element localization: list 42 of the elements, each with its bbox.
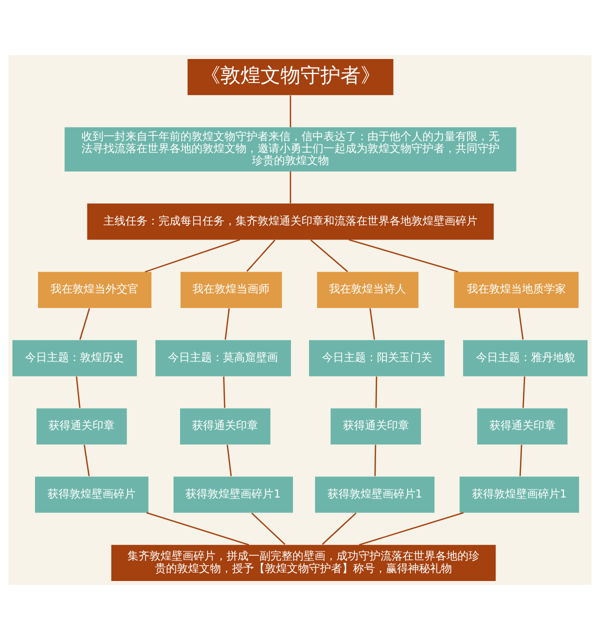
connector [223, 376, 226, 408]
connector [79, 308, 90, 340]
node-box: 我在敦煌当地质学家 [454, 272, 579, 308]
connector [251, 512, 286, 545]
connector [290, 95, 292, 128]
node-box: 获得敦煌壁画碎片1 [174, 476, 293, 513]
node-box: 《敦煌文物守护者》 [188, 59, 394, 96]
node-box: 获得通关印章 [330, 408, 421, 444]
connector [226, 444, 232, 476]
node-box: 集齐敦煌壁画碎片，拼成一副完整的壁画，成功守护流落在世界各地的珍贵的敦煌文物，授予【敦煌文物守护者】称号，赢得神秘礼物 [111, 544, 496, 581]
node-box: 今日主题：莫高窟壁画 [155, 340, 291, 376]
connector [310, 240, 348, 272]
connector [144, 239, 240, 272]
node-box: 今日主题：阳关玉门关 [309, 340, 445, 376]
node-box: 我在敦煌当画师 [180, 272, 282, 308]
connector [518, 308, 524, 340]
connector [84, 444, 90, 476]
connector [522, 376, 526, 408]
node-box: 获得通关印章 [477, 408, 568, 444]
node-box: 我在敦煌当外交官 [38, 272, 152, 308]
connector [246, 240, 276, 272]
node-box: 获得敦煌壁画碎片 [35, 476, 148, 513]
connector [519, 444, 522, 476]
node-box: 获得敦煌壁画碎片1 [315, 476, 434, 513]
node-box: 今日主题：敦煌历史 [12, 340, 137, 376]
node-box: 主线任务：完成每日任务，集齐敦煌通关印章和流落在世界各地敦煌壁画碎片 [87, 204, 494, 240]
node-box: 获得通关印章 [36, 408, 127, 444]
connector [290, 171, 292, 204]
connector [146, 512, 250, 546]
connector [224, 308, 230, 340]
node-box: 获得通关印章 [180, 408, 270, 444]
connector [375, 376, 378, 408]
node-box: 今日主题：雅丹地貌 [463, 340, 588, 376]
connector [369, 308, 376, 340]
connector [348, 239, 458, 272]
connector [358, 512, 464, 546]
connector [322, 512, 356, 545]
connector [374, 444, 376, 476]
node-box: 我在敦煌当诗人 [317, 272, 418, 308]
connector [76, 376, 80, 408]
node-box: 收到一封来自千年前的敦煌文物守护者来信，信中表达了：由于他个人的力量有限，无法寻找流落在世界各地的敦煌文物，邀请小勇士们一起成为敦煌文物守护者，共同守护珍贵的敦煌文物 [64, 127, 516, 172]
node-box: 获得敦煌壁画碎片1 [460, 476, 580, 513]
